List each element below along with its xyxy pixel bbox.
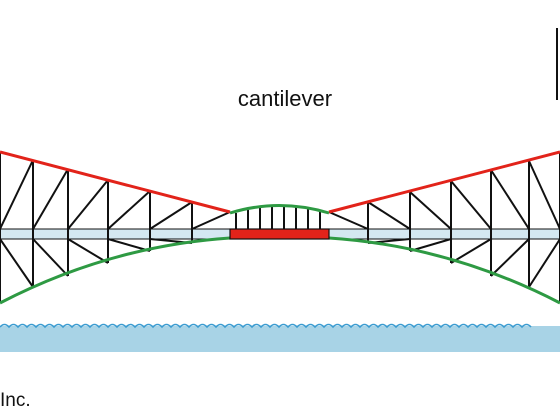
suspended-span-truss xyxy=(235,207,321,231)
center-top-arch xyxy=(229,204,330,215)
corner-frame-fragment xyxy=(556,28,560,100)
deck-right xyxy=(328,228,560,240)
right-bottom-arch xyxy=(328,236,560,305)
right-top-chord xyxy=(328,150,560,214)
deck-left xyxy=(0,228,231,240)
left-bottom-arch xyxy=(0,236,231,305)
left-cantilever-truss xyxy=(0,152,231,303)
credit-text: Inc. xyxy=(0,390,31,411)
water xyxy=(0,326,560,352)
left-top-chord xyxy=(0,150,231,214)
diagram-title: cantilever xyxy=(237,86,333,111)
suspended-span-deck xyxy=(229,228,330,240)
water-waves xyxy=(0,323,532,329)
right-cantilever-truss xyxy=(328,152,560,303)
